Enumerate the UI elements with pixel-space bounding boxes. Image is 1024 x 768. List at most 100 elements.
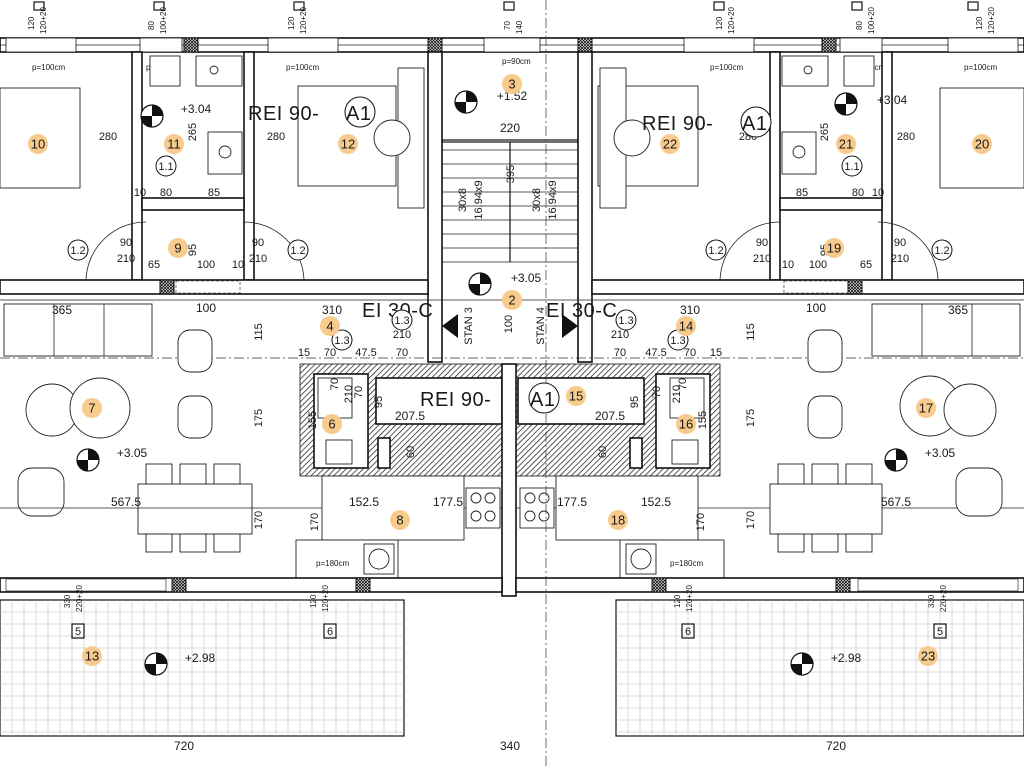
room-number-badge: 8 — [390, 510, 410, 530]
room-badge-circle — [676, 414, 696, 434]
svg-text:16.94x9: 16.94x9 — [547, 180, 559, 219]
room-number-badge: 15 — [566, 386, 586, 406]
level-markers: +3.04 +1.52 +3.04 +3.05 +3.05 — [76, 89, 956, 676]
svg-text:210: 210 — [671, 385, 683, 403]
svg-text:6: 6 — [685, 626, 691, 638]
svg-text:p=100cm: p=100cm — [964, 63, 997, 72]
svg-text:1.3: 1.3 — [670, 335, 685, 347]
svg-text:A1: A1 — [530, 389, 555, 411]
svg-text:120+20: 120+20 — [727, 7, 736, 34]
room-number: 16 — [679, 417, 693, 432]
svg-text:100+20: 100+20 — [159, 7, 168, 34]
svg-text:120: 120 — [715, 16, 724, 30]
svg-text:280: 280 — [897, 131, 915, 143]
svg-text:330: 330 — [63, 594, 72, 608]
svg-text:220+20: 220+20 — [939, 585, 948, 612]
svg-text:p=180cm: p=180cm — [670, 559, 703, 568]
room-badge-circle — [28, 134, 48, 154]
svg-text:p=100cm: p=100cm — [710, 63, 743, 72]
svg-text:120+20: 120+20 — [987, 7, 996, 34]
svg-text:70: 70 — [353, 386, 365, 398]
svg-text:90: 90 — [252, 237, 264, 249]
svg-text:65: 65 — [148, 259, 160, 271]
svg-text:+1.52: +1.52 — [497, 89, 528, 103]
svg-text:1.3: 1.3 — [618, 315, 633, 327]
svg-text:70: 70 — [396, 347, 408, 359]
svg-text:85: 85 — [208, 187, 220, 199]
svg-text:47.5: 47.5 — [645, 347, 666, 359]
svg-text:210: 210 — [891, 253, 909, 265]
svg-text:95: 95 — [373, 396, 385, 408]
window-tags: 5 6 6 5 — [71, 623, 947, 639]
room-number: 12 — [341, 137, 355, 152]
svg-text:STAN 3: STAN 3 — [463, 307, 475, 345]
room-number: 7 — [88, 401, 95, 416]
svg-text:10: 10 — [134, 187, 146, 199]
svg-text:115: 115 — [745, 323, 757, 341]
svg-text:720: 720 — [174, 739, 194, 753]
room-number: 2 — [508, 293, 515, 308]
room-number-badge: 21 — [836, 134, 856, 154]
svg-text:15: 15 — [710, 347, 722, 359]
room-number: 22 — [663, 137, 677, 152]
room-badge-circle — [972, 134, 992, 154]
svg-text:STAN 4: STAN 4 — [535, 307, 547, 345]
room-number: 20 — [975, 137, 989, 152]
svg-text:+2.98: +2.98 — [185, 651, 216, 665]
door-tags: 1.1 1.1 1.2 1.2 1.2 1.2 1.3 1.3 1.3 1.3 — [67, 155, 953, 351]
svg-text:80: 80 — [160, 187, 172, 199]
room-number-badge: 16 — [676, 414, 696, 434]
room-badge-circle — [918, 646, 938, 666]
left-bedroom-zone: 280 265 280 10 80 85 90 210 65 100 10 90… — [0, 51, 425, 281]
svg-text:95: 95 — [187, 244, 199, 256]
svg-text:177.5: 177.5 — [557, 495, 587, 509]
room-number-badge: 9 — [168, 238, 188, 258]
left-living-zone: 365 310 115 175 170 567.5 — [0, 303, 1024, 553]
room-badge-circle — [502, 74, 522, 94]
svg-text:720: 720 — [826, 739, 846, 753]
svg-text:15: 15 — [298, 347, 310, 359]
svg-text:10: 10 — [872, 187, 884, 199]
room-badge-circle — [168, 238, 188, 258]
room-badge-circle — [676, 316, 696, 336]
south-wall: 330 220+20 120 120+20 120 120+20 330 220… — [0, 577, 1024, 612]
svg-text:1.2: 1.2 — [290, 245, 305, 257]
svg-text:1.2: 1.2 — [708, 245, 723, 257]
room-badge-circle — [824, 238, 844, 258]
level-marker — [144, 652, 168, 676]
svg-text:140: 140 — [515, 20, 524, 34]
room-number-badge: 10 — [28, 134, 48, 154]
svg-text:47.5: 47.5 — [355, 347, 376, 359]
room-badge-circle — [390, 510, 410, 530]
room-number: 6 — [328, 417, 335, 432]
svg-text:60: 60 — [597, 446, 609, 458]
svg-text:+3.05: +3.05 — [117, 446, 148, 460]
svg-text:70: 70 — [651, 386, 663, 398]
room-badge-circle — [502, 290, 522, 310]
svg-text:175: 175 — [253, 409, 265, 427]
right-living-zone: 365 310 115 175 170 567.5 — [680, 303, 1021, 553]
room-number-badge: 17 — [916, 398, 936, 418]
svg-text:365: 365 — [52, 303, 72, 317]
fire-label-ei-right: EI 30-C — [546, 300, 617, 322]
svg-text:210: 210 — [393, 329, 411, 341]
svg-text:5: 5 — [937, 626, 943, 638]
svg-text:80: 80 — [852, 187, 864, 199]
room-badge-circle — [836, 134, 856, 154]
svg-text:10: 10 — [782, 259, 794, 271]
fire-label-rei-center: REI 90- — [420, 389, 491, 411]
room-number: 3 — [508, 77, 515, 92]
svg-text:100: 100 — [503, 315, 515, 333]
svg-text:120+20: 120+20 — [321, 585, 330, 612]
room-number-badge: 20 — [972, 134, 992, 154]
svg-text:70: 70 — [677, 378, 689, 390]
center-dimension: 340 — [500, 739, 520, 753]
right-terrace: 720 — [615, 599, 1024, 753]
svg-text:120+20: 120+20 — [685, 585, 694, 612]
top-window-dimensions: 120 120+20 80 100+20 120 120+20 70 140 1… — [27, 1, 996, 34]
room-number: 23 — [921, 649, 935, 664]
svg-text:310: 310 — [322, 303, 342, 317]
svg-text:+3.05: +3.05 — [925, 446, 956, 460]
room-badge-circle — [320, 316, 340, 336]
svg-text:80: 80 — [147, 21, 156, 30]
